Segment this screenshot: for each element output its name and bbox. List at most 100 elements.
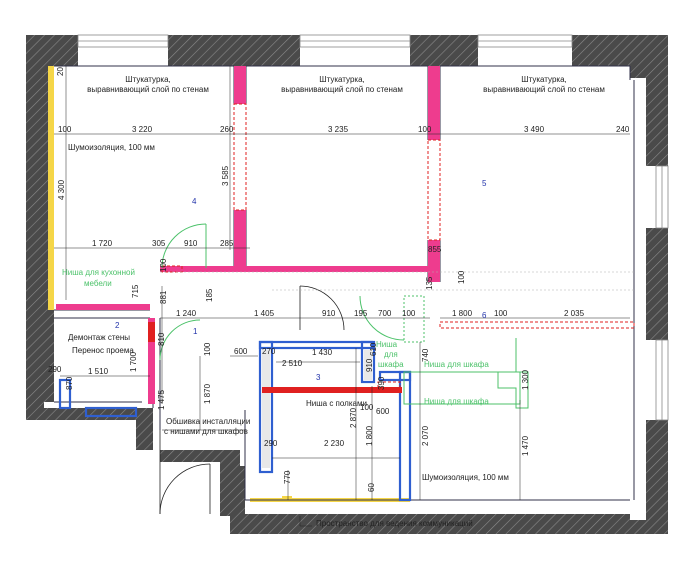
- room-number-2: 2: [115, 321, 120, 330]
- dim-1700: 1 700: [129, 351, 138, 372]
- dim-290a: 290: [48, 365, 62, 374]
- dim-1800a: 1 800: [452, 309, 473, 318]
- room-numbers: 4 5 2 1 3 6: [115, 179, 487, 382]
- dim-100a: 100: [58, 125, 72, 134]
- dim-1430: 1 430: [312, 348, 333, 357]
- dimension-labels: 20 100 3 220 260 3 235 100 3 490 240 4 3…: [48, 67, 630, 492]
- dim-135: 135: [425, 276, 434, 290]
- cladding-note-line2: с нишами для шкафов: [164, 427, 248, 436]
- dim-3490: 3 490: [524, 125, 545, 134]
- plaster-note-1-line1: Штукатурка,: [125, 75, 171, 84]
- plaster-note-2-line1: Штукатурка,: [319, 75, 365, 84]
- plaster-note-1-line2: выравнивающий слой по стенам: [87, 85, 209, 94]
- plaster-note-2-line2: выравнивающий слой по стенам: [281, 85, 403, 94]
- wardrobe-niche-1: Ниша для шкафа: [424, 360, 489, 369]
- wardrobe-small-line2: для: [384, 350, 398, 359]
- exterior-walls: [26, 35, 668, 534]
- dim-60: 60: [367, 483, 376, 492]
- dim-910a: 910: [184, 239, 198, 248]
- dim-810: 810: [157, 332, 166, 346]
- plaster-note-3-line1: Штукатурка,: [521, 75, 567, 84]
- room-number-4: 4: [192, 197, 197, 206]
- green-notes: Ниша для кухонной мебели Ниша для шкафа …: [62, 268, 489, 406]
- dim-100c: 100: [159, 258, 168, 272]
- dim-260: 260: [220, 125, 234, 134]
- dim-600b: 600: [376, 407, 390, 416]
- black-doors: [159, 285, 345, 515]
- guide-lines: [160, 271, 634, 291]
- dim-770: 770: [283, 470, 292, 484]
- dim-700: 700: [378, 309, 392, 318]
- dim-1720: 1 720: [92, 239, 113, 248]
- kitchen-niche-line1: Ниша для кухонной: [62, 268, 135, 277]
- dim-240: 240: [616, 125, 630, 134]
- dim-3585: 3 585: [221, 165, 230, 186]
- dim-3235: 3 235: [328, 125, 349, 134]
- room-number-3: 3: [316, 373, 321, 382]
- dimension-lines: [54, 66, 630, 527]
- dim-1800b: 1 800: [365, 425, 374, 446]
- dim-1475: 1 475: [157, 389, 166, 410]
- move-opening-note: Перенос проема: [72, 346, 134, 355]
- red-walls: [148, 322, 402, 393]
- dim-100e: 100: [494, 309, 508, 318]
- dim-1405: 1 405: [254, 309, 275, 318]
- dashed-demolition: [161, 103, 635, 389]
- dim-100d: 100: [402, 309, 416, 318]
- room-number-6: 6: [482, 311, 487, 320]
- dim-1510: 1 510: [88, 367, 109, 376]
- dim-1240: 1 240: [176, 309, 197, 318]
- dim-910b: 910: [322, 309, 336, 318]
- wardrobe-small-line3: шкафа: [378, 360, 404, 369]
- notes: Шумоизоляция, 100 мм Шумоизоляция, 100 м…: [68, 143, 509, 528]
- dim-855: 855: [428, 245, 442, 254]
- dim-195: 195: [354, 309, 368, 318]
- room-number-1: 1: [193, 327, 198, 336]
- room-number-5: 5: [482, 179, 487, 188]
- dim-100f: 100: [203, 342, 212, 356]
- dim-2230: 2 230: [324, 439, 345, 448]
- dim-290b: 290: [264, 439, 278, 448]
- dim-1300: 1 300: [521, 369, 530, 390]
- dim-4300: 4 300: [57, 179, 66, 200]
- dim-610: 610: [369, 342, 378, 356]
- blue-partitions: [58, 340, 412, 502]
- dim-270a: 270: [262, 347, 276, 356]
- dim-600a: 600: [234, 347, 248, 356]
- noise-note-top: Шумоизоляция, 100 мм: [68, 143, 155, 152]
- shelves-niche-note: Ниша с полками: [306, 399, 367, 408]
- dim-1470: 1 470: [521, 435, 530, 456]
- dim-390: 390: [377, 376, 386, 390]
- dim-740: 740: [421, 348, 430, 362]
- dim-305: 305: [152, 239, 166, 248]
- noise-note-bottom: Шумоизоляция, 100 мм: [422, 473, 509, 482]
- dim-715: 715: [131, 284, 140, 298]
- wardrobe-small-line1: Ниша: [376, 340, 398, 349]
- dim-2870: 2 870: [349, 407, 358, 428]
- dim-100g: 100: [360, 403, 374, 412]
- dim-910c: 910: [365, 358, 374, 372]
- dim-285: 285: [220, 239, 234, 248]
- demolish-note: Демонтаж стены: [68, 333, 130, 342]
- windows: [77, 34, 669, 421]
- cladding-note-line1: Обшивка инсталляции: [166, 417, 250, 426]
- plaster-note-3-line2: выравнивающий слой по стенам: [483, 85, 605, 94]
- dim-100-side: 100: [457, 270, 466, 284]
- dim-1870: 1 870: [203, 383, 212, 404]
- dim-3220: 3 220: [132, 125, 153, 134]
- plaster-notes: Штукатурка, выравнивающий слой по стенам…: [87, 75, 605, 94]
- dim-100b: 100: [418, 125, 432, 134]
- dim-2510: 2 510: [282, 359, 303, 368]
- dim-20: 20: [56, 67, 65, 76]
- pink-walls: [56, 66, 440, 404]
- dim-185: 185: [205, 288, 214, 302]
- dim-870: 870: [65, 376, 74, 390]
- dim-2070: 2 070: [421, 425, 430, 446]
- wardrobe-niche-2: Ниша для шкафа: [424, 397, 489, 406]
- kitchen-niche-line2: мебели: [84, 279, 112, 288]
- dim-2035: 2 035: [564, 309, 585, 318]
- green-elements: [159, 223, 529, 409]
- hatch-fill-small: [262, 350, 372, 468]
- dim-881: 881: [159, 290, 168, 304]
